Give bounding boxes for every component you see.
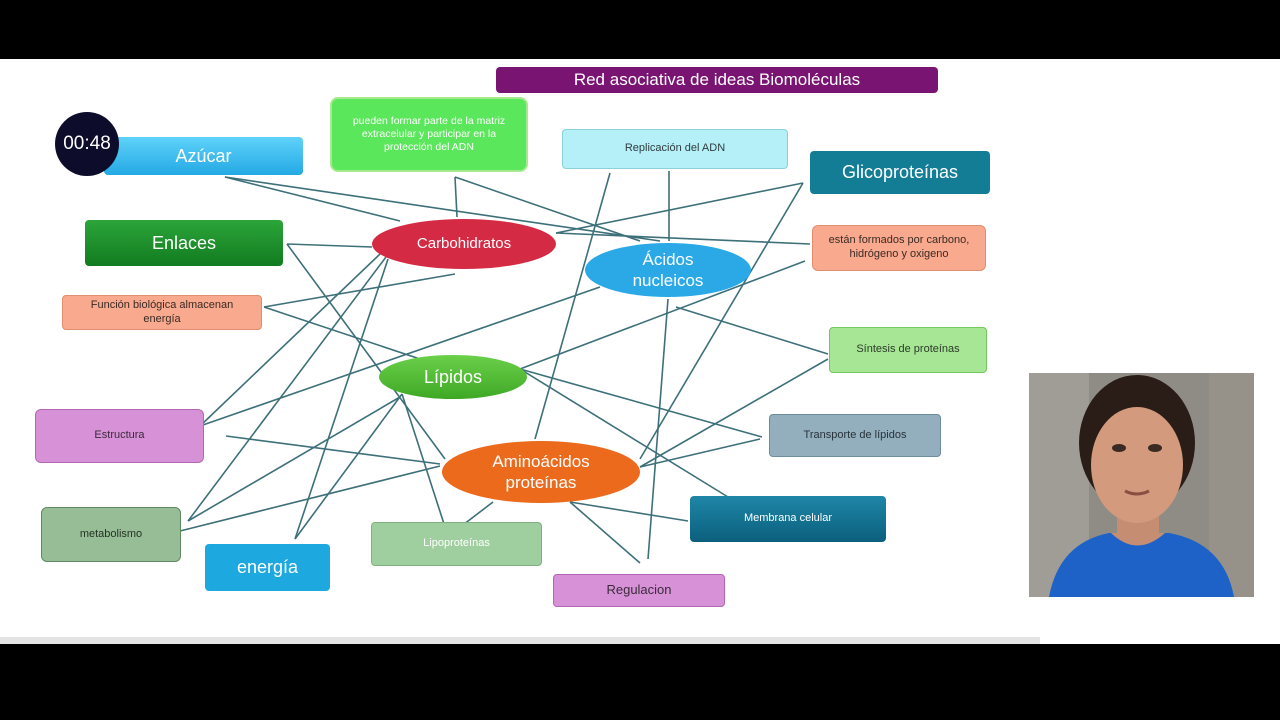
bottom-letterbox	[0, 644, 1280, 720]
webcam-overlay	[1029, 373, 1254, 597]
node-carbohidratos: Carbohidratos	[372, 219, 556, 269]
connector-line	[519, 260, 806, 370]
node-carbohidratos-label: Carbohidratos	[416, 234, 512, 252]
node-regulacion: Regulacion	[553, 574, 725, 607]
connector-line	[454, 176, 458, 218]
connector-line	[534, 172, 611, 440]
node-energia-label: energía	[236, 557, 299, 578]
connector-line	[199, 253, 381, 427]
node-estructura: Estructura	[35, 409, 204, 463]
connector-line	[286, 243, 446, 460]
timer-text: 00:48	[63, 133, 111, 154]
connector-line	[401, 393, 446, 528]
node-funcion-label: Función biológica almacenan energía	[90, 298, 234, 325]
timer-badge: 00:48	[55, 112, 119, 176]
node-lipoproteinas: Lipoproteínas	[371, 522, 542, 566]
connector-line	[519, 368, 729, 498]
node-formados: están formados por carbono, hidrógeno y …	[812, 225, 986, 271]
connector-line	[225, 435, 441, 465]
connector-line	[263, 306, 421, 360]
node-transporte-label: Transporte de lípidos	[803, 428, 907, 441]
node-estructura-label: Estructura	[94, 429, 145, 442]
node-metabolismo: metabolismo	[41, 507, 181, 562]
connector-line	[675, 306, 829, 355]
node-transporte: Transporte de lípidos	[769, 414, 941, 457]
page-title: Red asociativa de ideas Biomoléculas	[496, 67, 938, 93]
connector-line	[569, 501, 689, 522]
node-acidos-label: Ácidos nucleicos	[632, 249, 704, 290]
connector-line	[555, 182, 804, 234]
node-acidos: Ácidos nucleicos	[585, 243, 751, 297]
node-lipidos-label: Lípidos	[423, 366, 483, 387]
node-glicoproteinas-label: Glicoproteínas	[841, 162, 959, 183]
connector-line	[454, 176, 641, 242]
connector-line	[569, 501, 641, 564]
node-azucar-label: Azúcar	[175, 145, 232, 166]
connector-line	[224, 176, 661, 242]
connector-line	[187, 396, 401, 522]
node-sintesis: Síntesis de proteínas	[829, 327, 987, 373]
connector-line	[286, 243, 373, 248]
node-matriz: pueden formar parte de la matriz extrace…	[330, 97, 528, 172]
connector-line	[647, 298, 669, 560]
connector-line	[519, 368, 763, 438]
connector-line	[294, 258, 389, 540]
connector-line	[224, 176, 401, 222]
connector-line	[294, 393, 403, 540]
node-energia: energía	[205, 544, 330, 591]
slide-canvas: Red asociativa de ideas Biomoléculas pue…	[0, 59, 1040, 639]
connector-line	[199, 286, 601, 427]
connector-line	[639, 438, 761, 468]
node-funcion: Función biológica almacenan energía	[62, 295, 262, 330]
connector-line	[187, 256, 387, 522]
node-enlaces: Enlaces	[85, 220, 283, 266]
presenter-video-icon	[1029, 373, 1254, 597]
node-enlaces-label: Enlaces	[151, 232, 217, 253]
node-matriz-label: pueden formar parte de la matriz extrace…	[352, 114, 506, 154]
node-formados-label: están formados por carbono, hidrógeno y …	[828, 234, 970, 260]
node-membrana: Membrana celular	[690, 496, 886, 542]
node-glicoproteinas: Glicoproteínas	[810, 151, 990, 194]
connector-line	[639, 358, 829, 468]
node-lipidos: Lípidos	[379, 355, 527, 399]
node-aminoacidos: Aminoácidos proteínas	[442, 441, 640, 503]
node-membrana-label: Membrana celular	[743, 512, 833, 525]
node-regulacion-label: Regulacion	[606, 582, 672, 598]
connector-line	[263, 273, 456, 308]
node-azucar: Azúcar	[104, 137, 303, 175]
node-aminoacidos-label: Aminoácidos proteínas	[492, 451, 590, 492]
connector-line	[179, 465, 441, 532]
node-replicacion-label: Replicación del ADN	[624, 142, 726, 155]
node-replicacion: Replicación del ADN	[562, 129, 788, 169]
node-sintesis-label: Síntesis de proteínas	[856, 343, 960, 356]
node-lipoproteinas-label: Lipoproteínas	[423, 537, 490, 550]
node-metabolismo-label: metabolismo	[79, 527, 143, 540]
slide-bottom-edge	[0, 637, 1040, 644]
